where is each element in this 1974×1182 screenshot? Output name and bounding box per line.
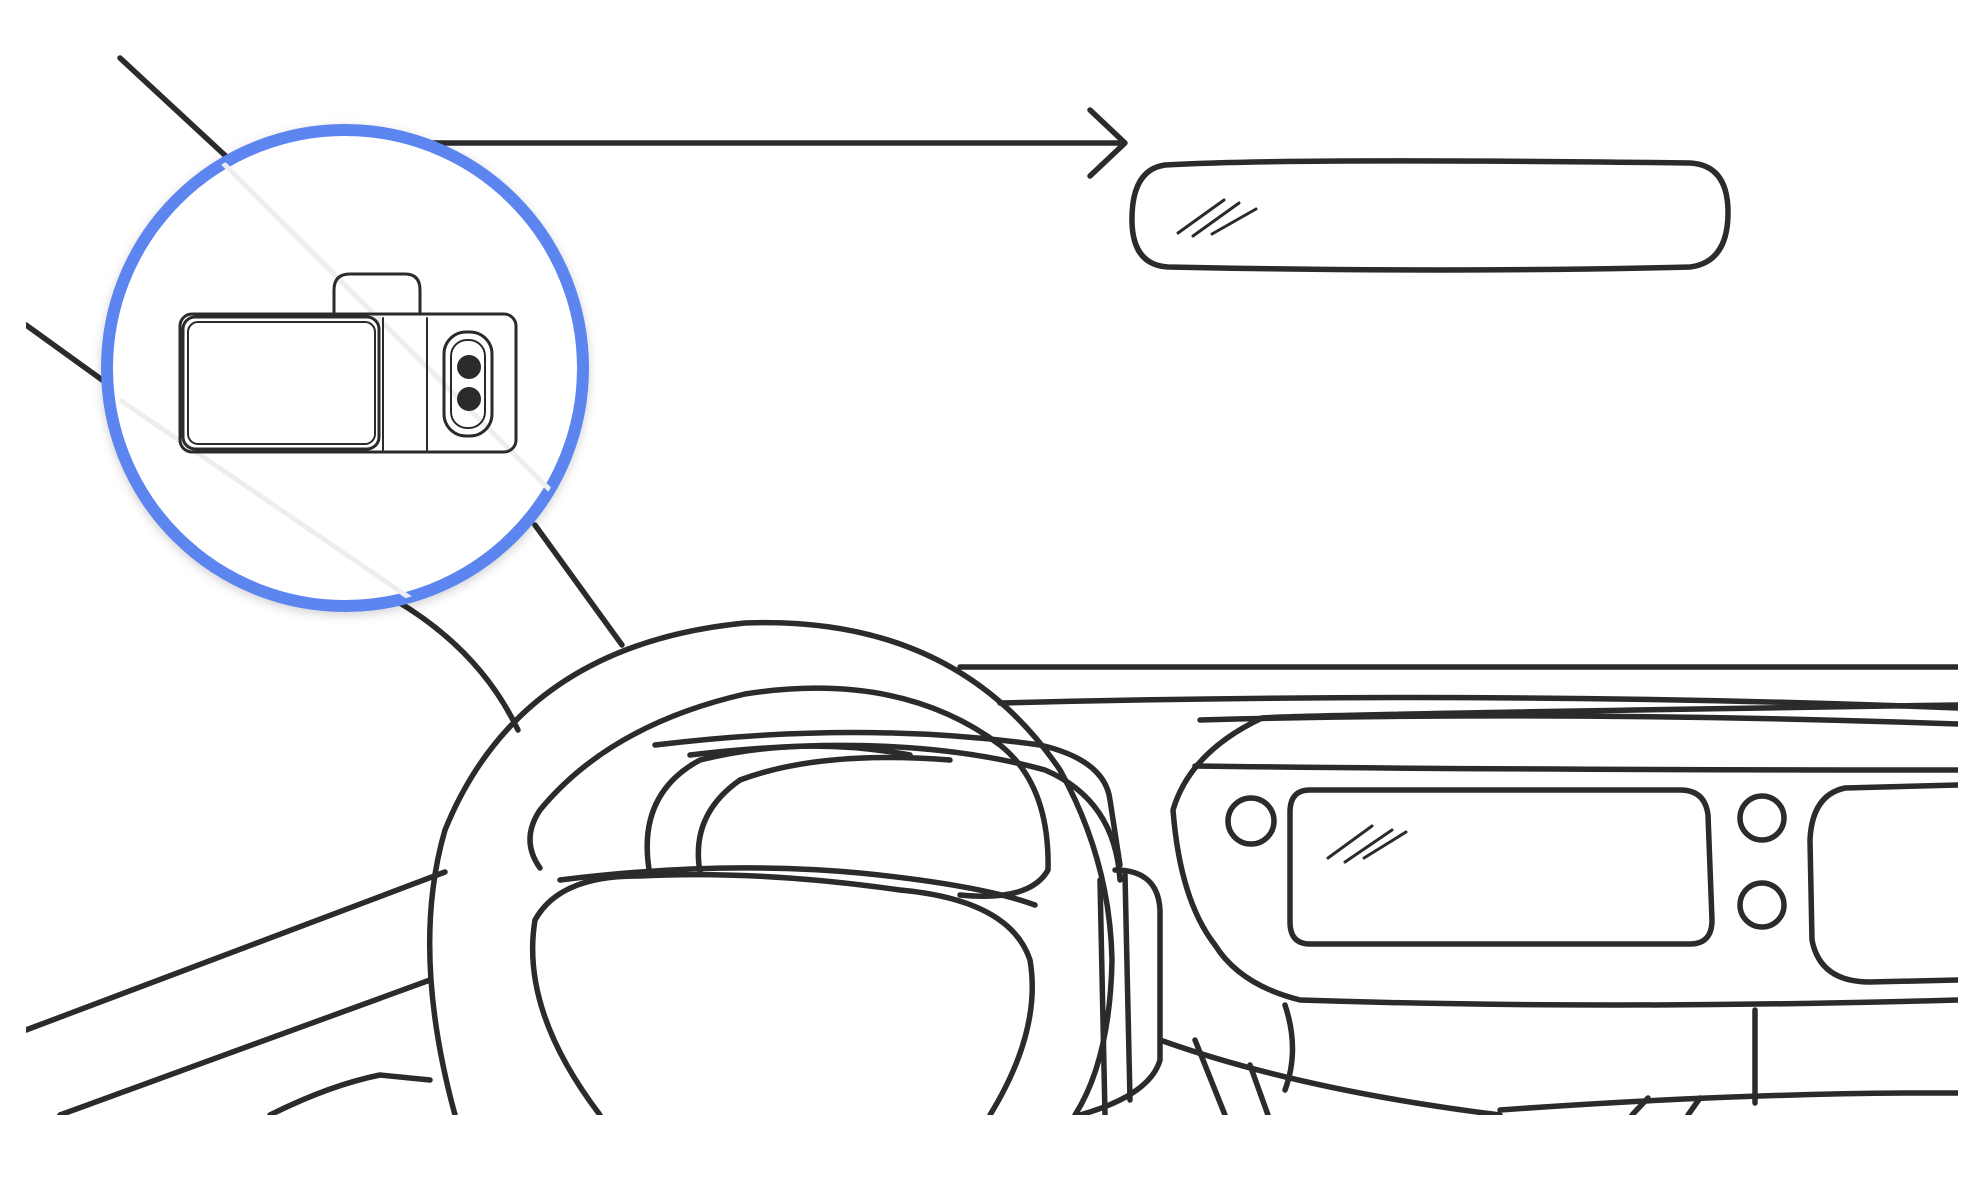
a-pillar-lines bbox=[26, 55, 625, 733]
dash-cam-icon bbox=[178, 272, 518, 454]
dashboard-icon bbox=[26, 664, 1958, 1115]
lens-pillar-lines bbox=[118, 138, 562, 606]
rearview-mirror-icon bbox=[1129, 158, 1731, 273]
steering-wheel-icon bbox=[426, 619, 1115, 1115]
dash-cam-highlight bbox=[101, 124, 589, 612]
arrow-right-icon bbox=[427, 107, 1128, 179]
